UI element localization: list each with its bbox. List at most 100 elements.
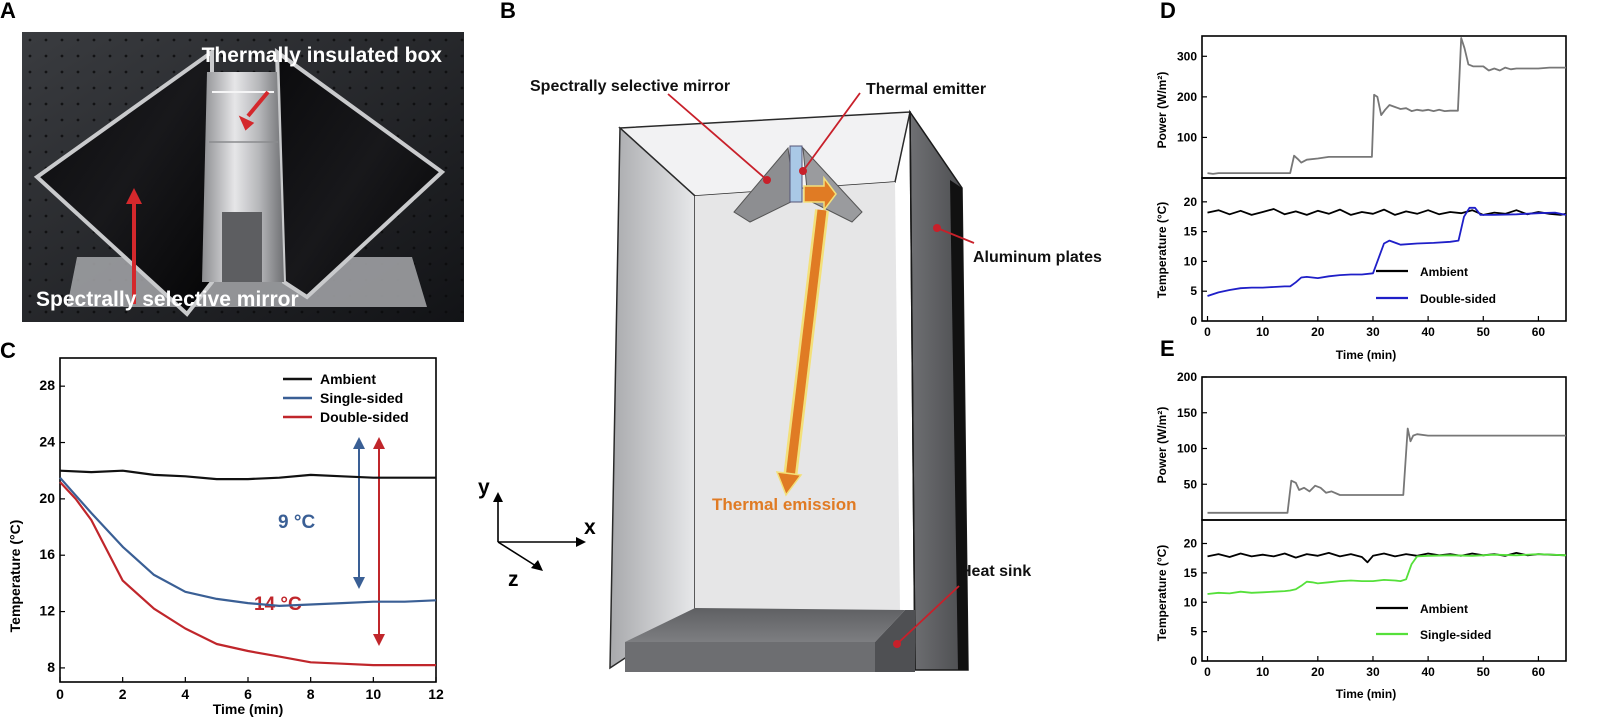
label-b-plates: Aluminum plates xyxy=(973,249,1102,266)
d-temp-xtick-label: 20 xyxy=(1311,325,1325,339)
d-temp-ylabel: Temperature (°C) xyxy=(1155,202,1169,299)
e-temp-xtick-label: 20 xyxy=(1311,665,1325,679)
d-power-series-1 xyxy=(1207,37,1566,175)
e-power-ylabel: Power (W/m²) xyxy=(1155,407,1169,484)
e-legend-single: Single-sided xyxy=(1420,628,1491,642)
label-b-mirror: Spectrally selective mirror xyxy=(530,78,730,95)
d-temp-series-2 xyxy=(1207,206,1567,297)
c-annotation-9c: 9 °C xyxy=(278,512,315,533)
c-legend-double: Double-sided xyxy=(320,409,409,425)
label-b-sink: Heat sink xyxy=(960,563,1031,580)
label-b-emitter: Thermal emitter xyxy=(866,81,986,98)
c-xtick-label: 8 xyxy=(307,686,315,702)
chart-c: Temperature (°C) Time (min) Ambient Sing… xyxy=(7,357,444,717)
e-temp-xtick-label: 60 xyxy=(1532,665,1546,679)
e-power-plot-frame xyxy=(1201,376,1567,521)
e-temp-xtick-label: 0 xyxy=(1204,665,1211,679)
c-xtick-label: 2 xyxy=(119,686,127,702)
d-temp-ytick-label: 20 xyxy=(1184,195,1198,209)
d-xlabel: Time (min) xyxy=(1336,348,1396,362)
panel-b-letter: B xyxy=(500,0,516,23)
c-series-1 xyxy=(59,469,436,481)
axis-y-label: y xyxy=(478,476,490,499)
c-ytick-label: 8 xyxy=(47,659,55,675)
panel-d-letter: D xyxy=(1160,0,1176,23)
e-temp-ytick-label: 5 xyxy=(1190,625,1197,639)
e-temp-series-2 xyxy=(1207,553,1567,595)
label-selective-mirror: Spectrally selective mirror xyxy=(36,288,299,311)
d-temp-xtick-label: 40 xyxy=(1421,325,1435,339)
d-temp-ytick-label: 15 xyxy=(1184,225,1198,239)
axis-x-label: x xyxy=(584,516,596,539)
c-legend-ambient: Ambient xyxy=(320,371,376,387)
chart-d: Power (W/m²) Temperature (°C) Time (min)… xyxy=(1155,35,1567,362)
c-legend: Ambient Single-sided Double-sided xyxy=(283,371,409,425)
e-temp-xtick-label: 30 xyxy=(1366,665,1380,679)
e-temp-xtick-label: 40 xyxy=(1421,665,1435,679)
schematic-mirror-right xyxy=(802,146,863,223)
thermal-emitter xyxy=(789,145,803,203)
axis-z-label: z xyxy=(508,568,519,591)
d-power-ylabel: Power (W/m²) xyxy=(1155,72,1169,149)
d-temp-xtick-label: 0 xyxy=(1204,325,1211,339)
c-xtick-label: 10 xyxy=(366,686,382,702)
c-ytick-label: 24 xyxy=(39,434,55,450)
d-temp-xtick-label: 50 xyxy=(1477,325,1491,339)
c-ytick-label: 20 xyxy=(39,490,55,506)
e-xlabel: Time (min) xyxy=(1336,687,1396,701)
c-xtick-label: 4 xyxy=(181,686,189,702)
panel-e-letter: E xyxy=(1160,336,1175,361)
heat-sink xyxy=(625,608,905,642)
c-ytick-label: 12 xyxy=(39,603,55,619)
d-power-ytick-label: 200 xyxy=(1177,90,1197,104)
right-mirror xyxy=(274,47,446,300)
c-ylabel: Temperature (°C) xyxy=(7,520,23,633)
d-temp-series-1 xyxy=(1207,208,1567,216)
e-temp-xtick-label: 10 xyxy=(1256,665,1270,679)
panel-b-schematic: Spectrally selective mirror Thermal emit… xyxy=(478,78,1102,672)
e-power-ytick-label: 200 xyxy=(1177,370,1197,384)
label-insulated-box: Thermally insulated box xyxy=(202,44,443,67)
d-power-ytick-label: 100 xyxy=(1177,130,1197,144)
d-power-plot-frame xyxy=(1201,35,1567,179)
d-temp-ytick-label: 5 xyxy=(1190,284,1197,298)
c-series-2 xyxy=(59,476,437,607)
e-power-ytick-label: 50 xyxy=(1184,477,1198,491)
e-power-series-1 xyxy=(1207,427,1566,514)
c-xlabel: Time (min) xyxy=(213,701,284,717)
e-legend-ambient: Ambient xyxy=(1420,602,1468,616)
chart-e: Power (W/m²) Temperature (°C) Time (min)… xyxy=(1155,370,1567,701)
d-temp-plot-frame xyxy=(1201,177,1567,322)
e-temp-xtick-label: 50 xyxy=(1477,665,1491,679)
d-power-ytick-label: 300 xyxy=(1177,49,1197,63)
d-legend-double: Double-sided xyxy=(1420,292,1496,306)
label-b-emission: Thermal emission xyxy=(712,495,857,514)
c-xtick-label: 6 xyxy=(244,686,252,702)
d-legend: Ambient Double-sided xyxy=(1376,265,1496,306)
e-temp-plot-frame xyxy=(1201,519,1567,662)
panel-a-letter: A xyxy=(0,0,16,23)
c-xtick-label: 12 xyxy=(428,686,444,702)
d-temp-ytick-label: 0 xyxy=(1190,314,1197,328)
d-temp-xtick-label: 60 xyxy=(1532,325,1546,339)
d-temp-xtick-label: 30 xyxy=(1366,325,1380,339)
panel-a-photo: Thermally insulated box Spectrally selec… xyxy=(22,32,464,322)
c-ytick-label: 16 xyxy=(39,546,55,562)
d-temp-ytick-label: 10 xyxy=(1184,254,1198,268)
e-temp-ytick-label: 15 xyxy=(1184,566,1198,580)
c-annotation-arrows xyxy=(353,437,385,646)
e-power-ytick-label: 150 xyxy=(1177,406,1197,420)
e-temp-ytick-label: 0 xyxy=(1190,654,1197,668)
c-annotation-14c: 14 °C xyxy=(254,594,302,615)
d-legend-ambient: Ambient xyxy=(1420,265,1468,279)
coordinate-axes: y x z xyxy=(478,476,596,591)
c-ytick-label: 28 xyxy=(39,377,55,393)
e-power-ytick-label: 100 xyxy=(1177,442,1197,456)
c-legend-single: Single-sided xyxy=(320,390,403,406)
e-temp-ytick-label: 20 xyxy=(1184,537,1198,551)
e-temp-ylabel: Temperature (°C) xyxy=(1155,545,1169,642)
c-xtick-label: 0 xyxy=(56,686,64,702)
panel-c-letter: C xyxy=(0,338,16,363)
e-legend: Ambient Single-sided xyxy=(1376,602,1491,642)
c-series-3 xyxy=(59,481,436,667)
